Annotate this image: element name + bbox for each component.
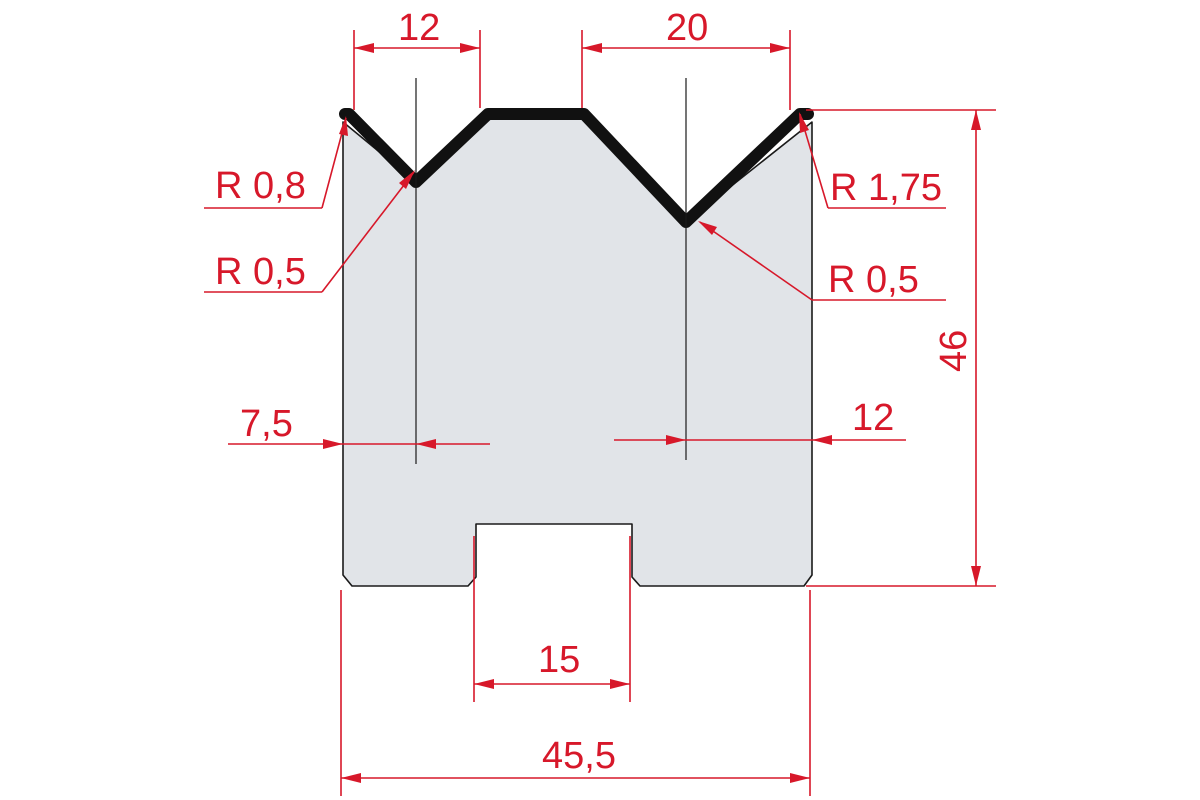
label-slot-width: 15 bbox=[538, 639, 580, 681]
dim-total-height bbox=[806, 109, 996, 587]
label-total-width: 45,5 bbox=[542, 735, 616, 777]
dim-slot-width bbox=[473, 536, 631, 702]
leader-radius-v-small bbox=[204, 170, 415, 293]
leader-radius-v-large bbox=[698, 221, 946, 301]
label-left-offset: 7,5 bbox=[240, 403, 293, 445]
leader-radius-top-right bbox=[799, 112, 946, 209]
label-radius-top-right: R 1,75 bbox=[830, 167, 942, 209]
leader-radius-top-left bbox=[204, 116, 348, 209]
dim-v-large-opening bbox=[581, 30, 791, 110]
dim-left-offset bbox=[228, 439, 490, 449]
label-v-large-opening: 20 bbox=[666, 7, 708, 49]
v-groove-edge bbox=[339, 108, 814, 228]
dim-total-width bbox=[340, 590, 811, 796]
label-right-offset: 12 bbox=[852, 397, 894, 439]
label-radius-v-small: R 0,5 bbox=[215, 251, 306, 293]
label-total-height: 46 bbox=[933, 330, 975, 372]
dim-v-small-opening bbox=[353, 30, 481, 110]
label-v-small-opening: 12 bbox=[398, 7, 440, 49]
label-radius-top-left: R 0,8 bbox=[215, 165, 306, 207]
label-radius-v-large: R 0,5 bbox=[828, 259, 919, 301]
dim-right-offset bbox=[614, 435, 906, 445]
